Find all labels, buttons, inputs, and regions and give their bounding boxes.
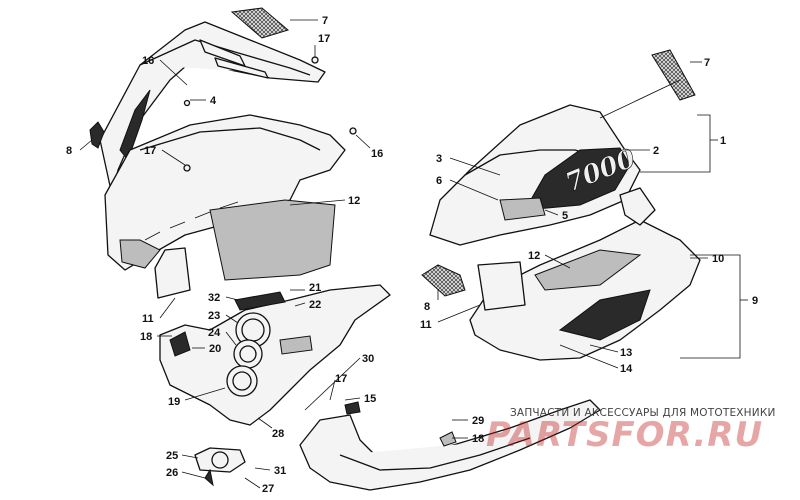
callout-4: 4 <box>210 95 217 107</box>
callout-16-left: 16 <box>142 55 154 67</box>
callout-12-right: 12 <box>528 250 540 262</box>
pad-12-right <box>534 249 642 291</box>
fastener <box>349 127 357 135</box>
fastener <box>183 99 191 107</box>
callout-9: 9 <box>752 295 758 307</box>
callout-10: 10 <box>712 253 724 265</box>
callout-18-left: 18 <box>140 331 152 343</box>
callout-29: 29 <box>472 415 484 427</box>
decal-7000 <box>524 147 631 211</box>
callout-25: 25 <box>166 450 178 462</box>
callout-12-left: 12 <box>348 195 360 207</box>
callout-8-right: 8 <box>424 301 430 313</box>
callout-19: 19 <box>168 396 180 408</box>
vent-grille-top <box>230 7 290 39</box>
callout-32: 32 <box>208 292 220 304</box>
callout-3: 3 <box>436 153 442 165</box>
callout-11-right: 11 <box>420 319 432 331</box>
callout-2: 2 <box>653 145 659 157</box>
callout-17-top: 17 <box>318 33 330 45</box>
fastener <box>183 164 191 172</box>
hood-assembly <box>89 7 357 271</box>
vent-grille-lower <box>421 264 466 297</box>
watermark: ЗАПЧАСТИ И АКСЕССУАРЫ ДЛЯ МОТОТЕХНИКИ PA… <box>486 407 776 455</box>
callout-26: 26 <box>166 467 178 479</box>
callout-23: 23 <box>208 310 220 322</box>
callout-8-left: 8 <box>66 145 72 157</box>
insulation-11-left <box>154 247 191 299</box>
callout-20: 20 <box>209 343 221 355</box>
callout-14: 14 <box>620 363 633 375</box>
callout-1: 1 <box>720 135 726 147</box>
watermark-logo: PARTSFOR.RU <box>486 415 763 455</box>
callout-22: 22 <box>309 299 321 311</box>
callout-28: 28 <box>272 428 284 440</box>
callout-16-right: 16 <box>371 148 383 160</box>
callout-6: 6 <box>436 175 442 187</box>
callout-21: 21 <box>309 282 321 294</box>
insulation-11-right <box>477 261 526 311</box>
callout-11-left: 11 <box>142 313 154 325</box>
side-panel-assembly: 7000 <box>421 49 696 297</box>
callout-27: 27 <box>262 483 274 495</box>
callout-layer: 7 17 16 4 8 17 16 12 11 18 32 23 <box>66 15 758 495</box>
lower-panel-assembly <box>469 187 701 361</box>
callout-30: 30 <box>362 353 374 365</box>
callout-5: 5 <box>562 210 568 222</box>
callout-7-top: 7 <box>322 15 328 27</box>
callout-31: 31 <box>274 465 286 477</box>
vent-grille-right <box>651 49 696 101</box>
side-bracket-left <box>89 121 105 149</box>
callout-13: 13 <box>620 347 632 359</box>
callout-18-right: 18 <box>472 433 484 445</box>
callout-24: 24 <box>208 327 221 339</box>
lower-belly-pan <box>299 399 601 491</box>
pad-12-left <box>209 199 336 281</box>
watermark-subtitle: ЗАПЧАСТИ И АКСЕССУАРЫ ДЛЯ МОТОТЕХНИКИ <box>510 407 776 419</box>
callout-7-right: 7 <box>704 57 710 69</box>
callout-17-lower: 17 <box>335 373 347 385</box>
callout-15: 15 <box>364 393 376 405</box>
callout-17-mid: 17 <box>144 145 156 157</box>
